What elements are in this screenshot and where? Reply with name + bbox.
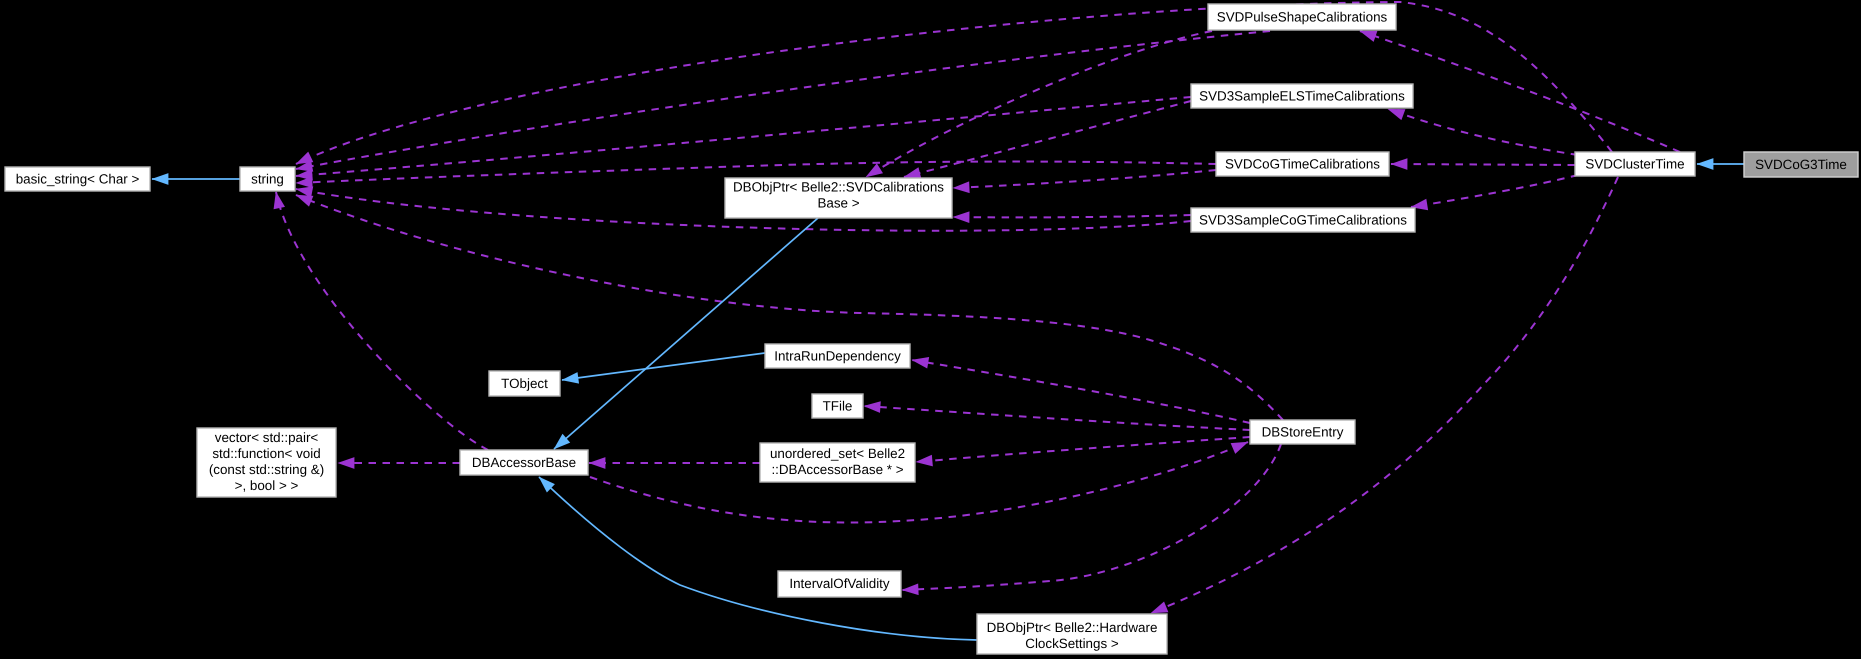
svg-text:SVDClusterTime: SVDClusterTime <box>1585 157 1684 172</box>
svg-text:DBAccessorBase: DBAccessorBase <box>472 455 576 470</box>
svg-text:SVDCoGTimeCalibrations: SVDCoGTimeCalibrations <box>1225 157 1380 172</box>
svg-text:(const std::string &): (const std::string &) <box>209 462 324 477</box>
svg-text:DBObjPtr< Belle2::Hardware: DBObjPtr< Belle2::Hardware <box>987 620 1158 635</box>
svg-text:string: string <box>251 172 284 187</box>
svg-text:SVD3SampleCoGTimeCalibrations: SVD3SampleCoGTimeCalibrations <box>1199 213 1407 228</box>
svg-text:IntervalOfValidity: IntervalOfValidity <box>789 576 890 591</box>
svg-text:unordered_set< Belle2: unordered_set< Belle2 <box>770 446 905 461</box>
svg-text:vector< std::pair<: vector< std::pair< <box>215 430 319 445</box>
svg-text:SVD3SampleELSTimeCalibrations: SVD3SampleELSTimeCalibrations <box>1199 89 1405 104</box>
svg-text:std::function< void: std::function< void <box>212 446 320 461</box>
svg-text:IntraRunDependency: IntraRunDependency <box>774 349 901 364</box>
svg-text:::DBAccessorBase * >: ::DBAccessorBase * > <box>771 462 903 477</box>
svg-text:TObject: TObject <box>501 376 548 391</box>
svg-text:DBStoreEntry: DBStoreEntry <box>1262 425 1344 440</box>
svg-text:ClockSettings >: ClockSettings > <box>1025 636 1119 651</box>
svg-text:SVDPulseShapeCalibrations: SVDPulseShapeCalibrations <box>1217 10 1388 25</box>
svg-text:>, bool > >: >, bool > > <box>235 478 299 493</box>
svg-text:SVDCoG3Time: SVDCoG3Time <box>1755 157 1847 172</box>
svg-text:TFile: TFile <box>823 399 853 414</box>
svg-text:basic_string< Char >: basic_string< Char > <box>16 172 140 187</box>
svg-text:Base >: Base > <box>817 196 859 211</box>
svg-text:DBObjPtr< Belle2::SVDCalibrati: DBObjPtr< Belle2::SVDCalibrations <box>733 180 944 195</box>
